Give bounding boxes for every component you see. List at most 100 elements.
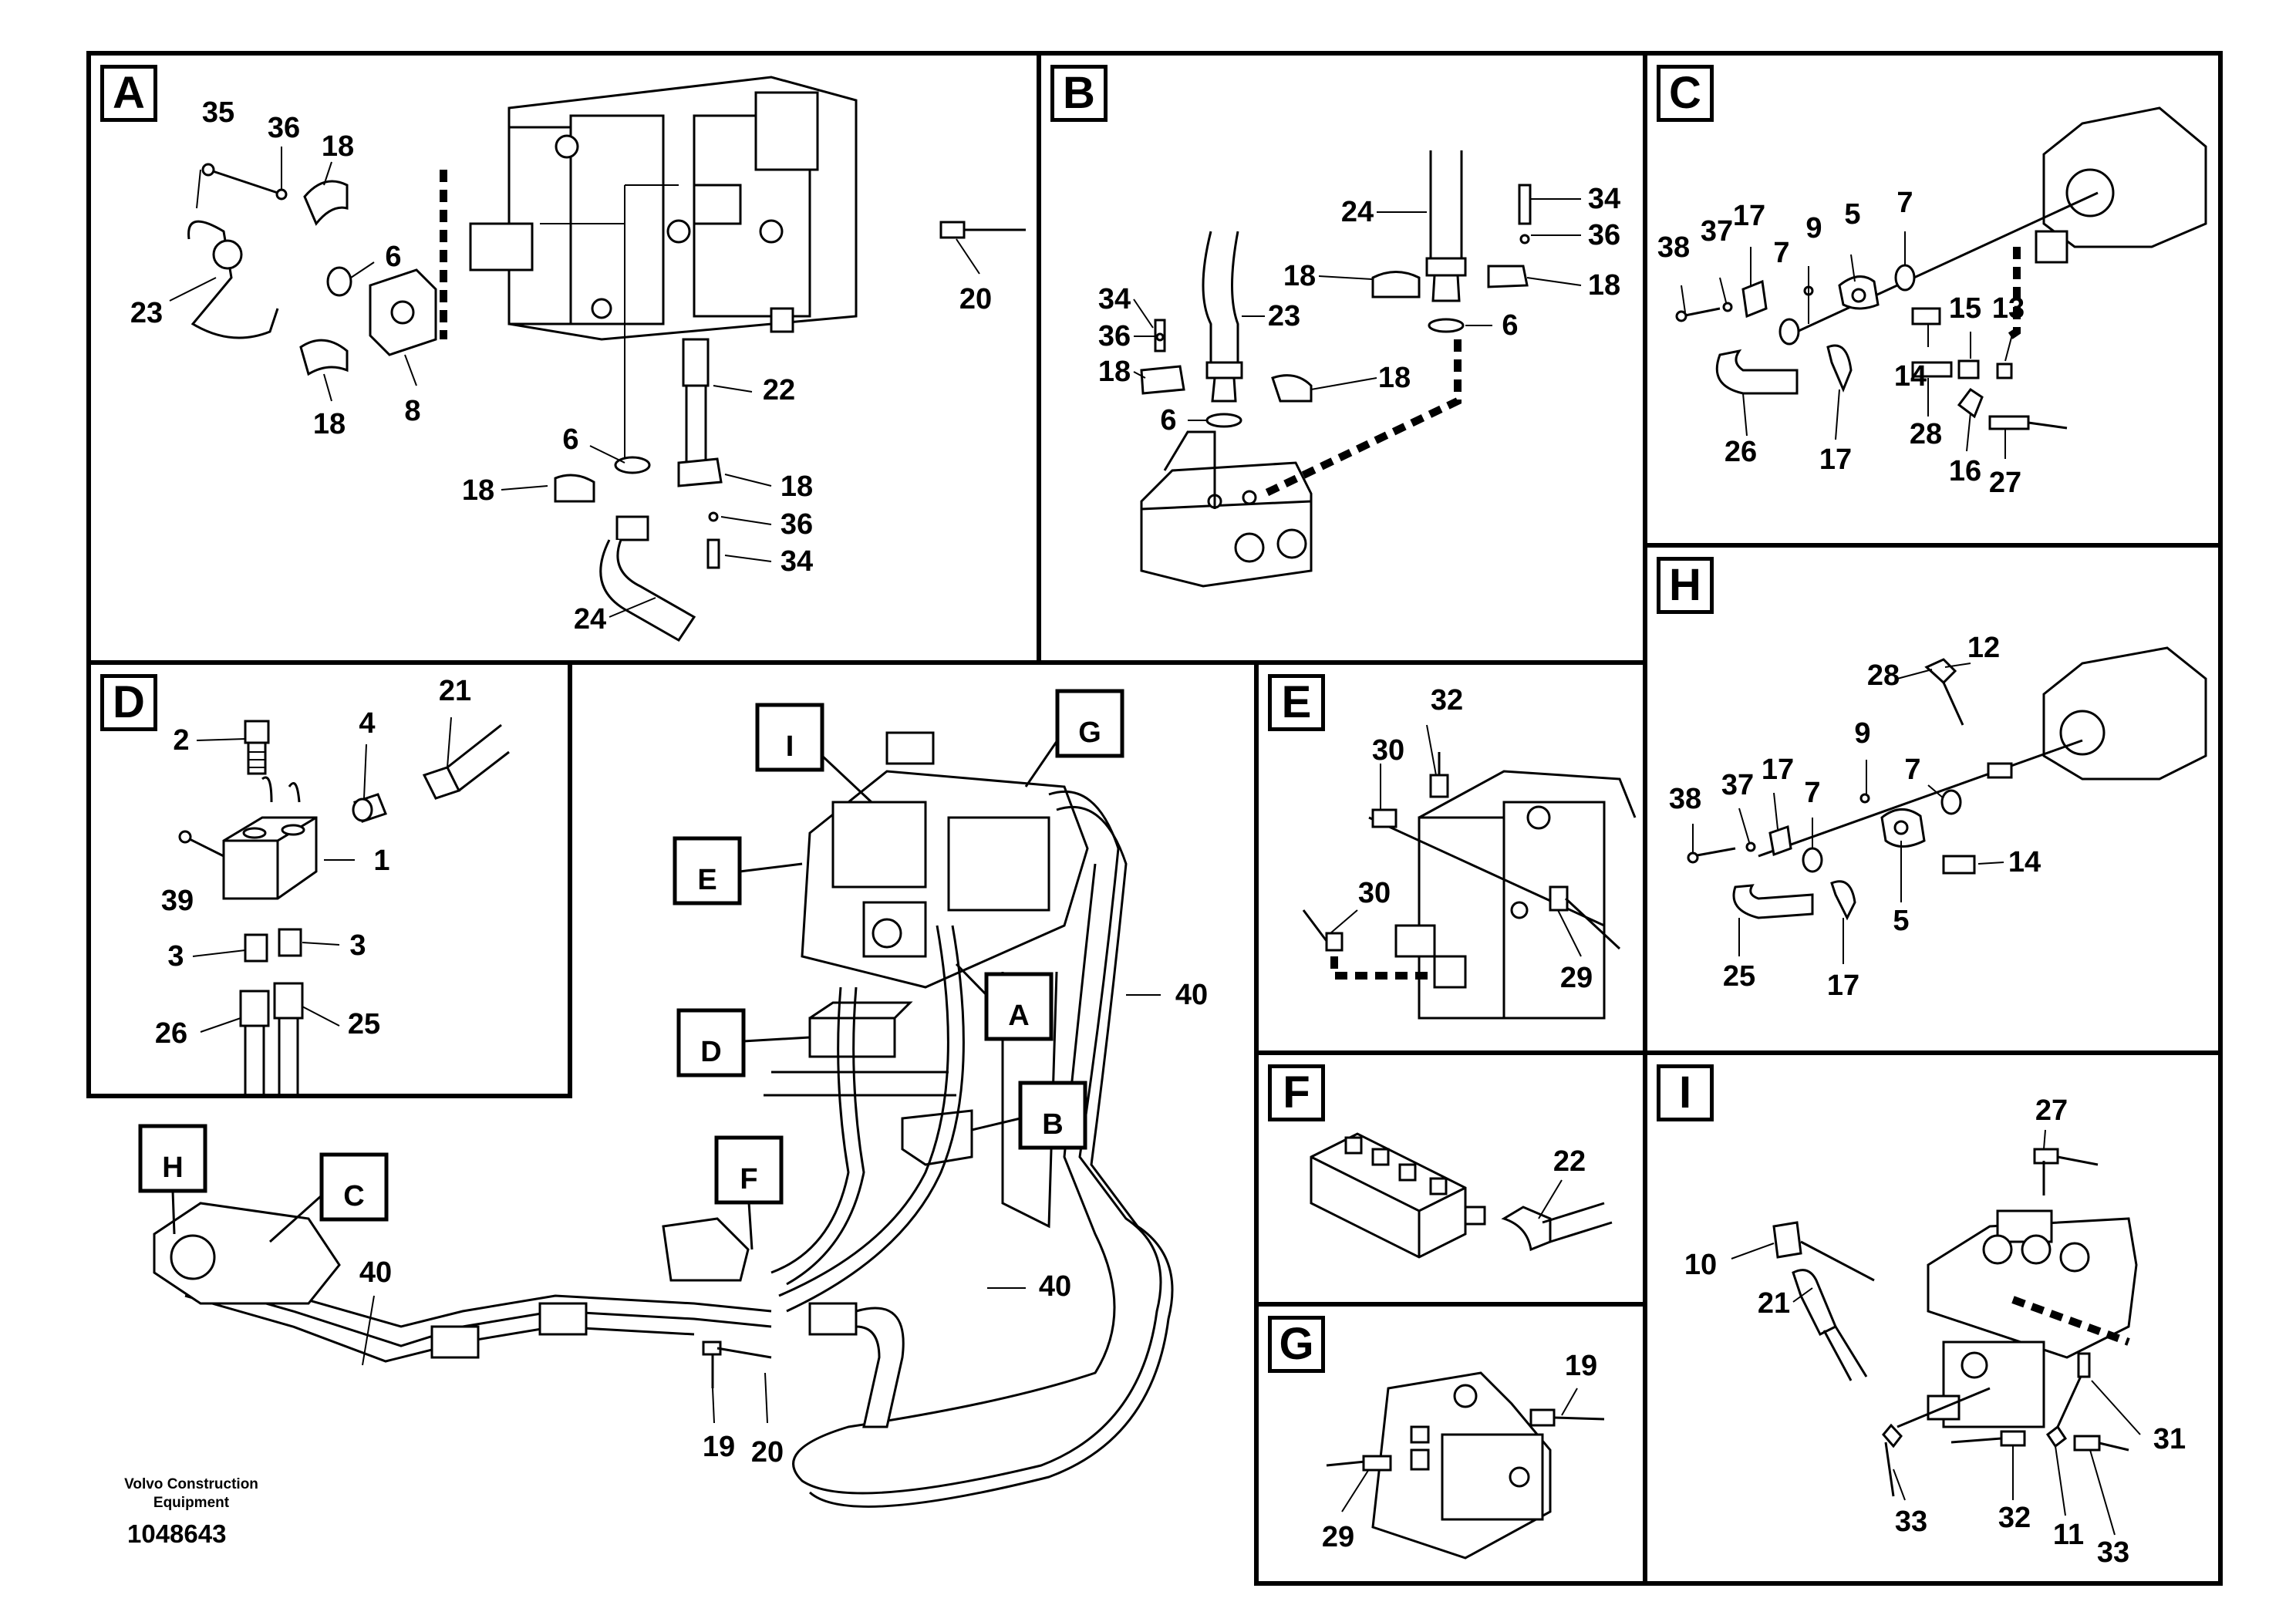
callout-e: E [673,836,803,905]
label-d-3-right: 3 [349,929,366,962]
label-h-9: 9 [1854,717,1870,750]
label-a-34: 34 [781,545,813,578]
label-a-18-left: 18 [313,408,346,440]
label-h-17-lower: 17 [1827,969,1859,1002]
label-overview-20: 20 [751,1436,784,1469]
panel-i-drawing: 27 10 21 31 33 32 11 33 [1684,1094,2186,1569]
label-d-39: 39 [161,885,194,917]
label-c-7-left: 7 [1773,237,1789,269]
panel-c-letter: C [1657,65,1714,122]
label-h-14: 14 [2008,846,2041,878]
label-i-21: 21 [1758,1287,1790,1320]
label-e-30-top: 30 [1372,734,1404,767]
label-c-26: 26 [1725,436,1757,468]
svg-text:A: A [1008,1000,1029,1032]
document-number: 1048643 [127,1519,227,1548]
svg-text:G: G [1078,717,1101,749]
label-g-29: 29 [1322,1521,1354,1553]
panel-h-drawing: 12 28 9 38 37 17 7 7 14 25 5 17 [1669,632,2207,1002]
label-b-18-left: 18 [1098,356,1131,388]
label-d-3-left: 3 [167,940,184,973]
callout-b: B [971,1081,1087,1150]
label-a-23: 23 [130,297,163,329]
label-i-33-left: 33 [1895,1506,1927,1538]
label-overview-40-right: 40 [1175,979,1208,1011]
label-c-37: 37 [1701,215,1733,248]
label-a-35: 35 [202,96,234,129]
panel-g-drawing: 19 29 [1322,1350,1605,1560]
svg-text:H: H [162,1152,183,1184]
panel-d: D [86,660,572,1098]
callout-h: H [138,1124,207,1235]
label-d-26: 26 [155,1017,187,1050]
label-c-17-lower: 17 [1819,443,1852,476]
label-a-18-top: 18 [322,130,354,163]
label-a-24: 24 [574,603,606,636]
label-c-16: 16 [1949,455,1981,487]
panel-b: B [1037,51,1647,665]
svg-text:D: D [700,1036,721,1068]
label-a-6-lower: 6 [562,423,578,456]
label-i-31: 31 [2153,1423,2186,1455]
svg-text:E: E [697,864,716,896]
label-a-18-lower-left: 18 [462,474,494,507]
label-h-28: 28 [1867,659,1900,692]
label-c-17-top: 17 [1733,200,1765,232]
panel-d-letter: D [100,674,157,731]
label-h-38: 38 [1669,783,1701,815]
label-b-18-top: 18 [1283,260,1316,292]
svg-text:C: C [343,1180,364,1212]
brand-line-2: Equipment [153,1495,230,1511]
label-overview-40-left: 40 [359,1256,392,1289]
label-b-34-right: 34 [1588,183,1620,215]
label-b-24: 24 [1341,196,1374,228]
label-f-22: 22 [1553,1145,1586,1178]
label-a-20: 20 [959,283,992,315]
panel-f: F [1254,1050,1647,1307]
label-d-1: 1 [373,845,389,877]
label-c-15: 15 [1949,292,1981,325]
label-a-8: 8 [404,395,420,427]
label-d-21: 21 [439,675,471,707]
panel-i-letter: I [1657,1064,1714,1121]
label-a-18-lower-right: 18 [781,470,813,503]
label-c-14: 14 [1894,360,1927,393]
label-b-34-left: 34 [1098,283,1131,315]
label-e-29: 29 [1560,962,1593,994]
label-a-6-top: 6 [385,241,401,273]
label-a-36-lower: 36 [781,508,813,541]
label-c-38: 38 [1657,231,1690,264]
label-b-36-right: 36 [1588,219,1620,251]
label-c-28: 28 [1910,418,1942,450]
callout-c: C [268,1152,389,1243]
callout-f: F [714,1135,784,1250]
callout-g: G [1024,689,1124,787]
label-overview-40-center: 40 [1039,1270,1071,1303]
panel-c-drawing: 38 37 17 9 5 7 7 15 13 14 26 28 17 16 27 [1657,106,2207,499]
label-d-25: 25 [348,1008,380,1040]
label-overview-19: 19 [703,1431,735,1463]
callout-a: A [955,963,1054,1041]
label-b-18-right: 18 [1588,269,1620,302]
overview-drawing: I G E A D [138,689,1208,1508]
brand-line-1: Volvo Construction [124,1476,258,1492]
label-h-37: 37 [1721,769,1754,801]
label-i-10: 10 [1684,1249,1717,1281]
label-h-12: 12 [1967,632,2000,664]
label-e-32: 32 [1431,684,1463,717]
panel-h-letter: H [1657,557,1714,614]
label-c-7-right: 7 [1896,187,1913,219]
svg-text:B: B [1042,1108,1063,1141]
svg-text:F: F [740,1163,757,1195]
panel-d-drawing: 2 4 21 39 1 3 3 26 25 [155,675,510,1095]
callout-d: D [676,1008,811,1077]
panel-e-drawing: 32 30 30 29 [1302,684,1637,1020]
panel-f-letter: F [1268,1064,1325,1121]
label-e-30-left: 30 [1358,877,1391,909]
label-h-7-left: 7 [1804,777,1820,809]
label-i-32: 32 [1998,1502,2031,1534]
label-b-18-mid: 18 [1378,362,1411,394]
label-g-19: 19 [1565,1350,1597,1382]
panel-b-letter: B [1050,65,1108,122]
